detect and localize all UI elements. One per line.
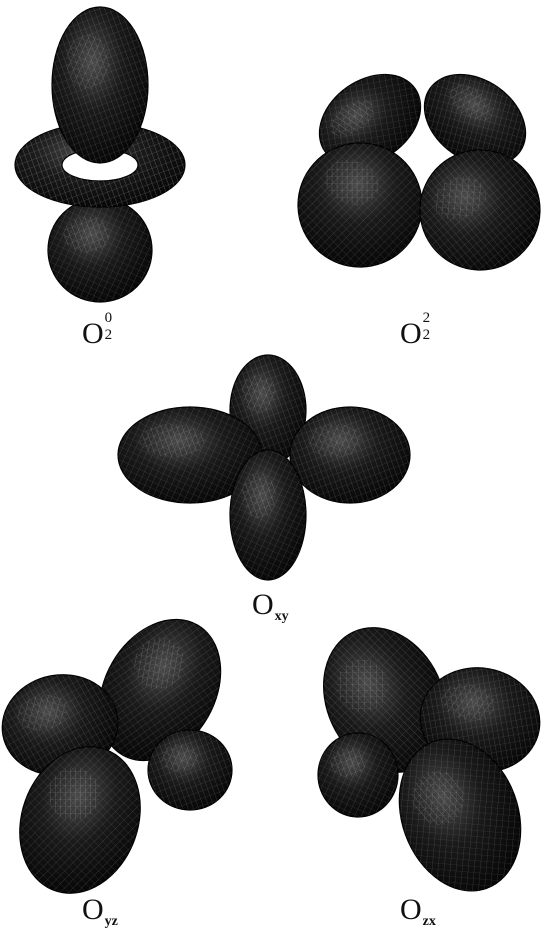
label-oxy: Oxy — [252, 590, 289, 624]
o22-lobe-front-right — [403, 133, 550, 287]
o20-bottom-lobe — [48, 198, 152, 302]
label-o22-superscript: 2 — [423, 311, 431, 326]
oxy-orbital-shape — [118, 355, 410, 580]
o22-orbital-shape — [281, 56, 550, 287]
label-oxy-subscript: xy — [275, 609, 289, 624]
oxy-lobe-right — [290, 407, 410, 503]
ozx-lobe-left — [318, 733, 398, 817]
ozx-orbital-shape — [301, 608, 548, 909]
oyz-lobe-right — [148, 730, 232, 810]
label-o22-subscript: 2 — [423, 328, 431, 343]
o20-top-lobe — [52, 7, 148, 163]
label-o20-superscript: 0 — [105, 311, 113, 326]
label-oyz: Oyz — [82, 895, 118, 929]
label-o20-subscript: 2 — [105, 328, 113, 343]
label-ozx: Ozx — [400, 895, 436, 929]
o22-lobe-front-left — [281, 126, 440, 285]
label-ozx-subscript: zx — [423, 914, 436, 929]
oxy-lobe-bottom — [230, 450, 306, 580]
label-oyz-subscript: yz — [105, 914, 118, 929]
o20-orbital-shape — [15, 7, 185, 302]
oyz-orbital-shape — [0, 598, 245, 911]
